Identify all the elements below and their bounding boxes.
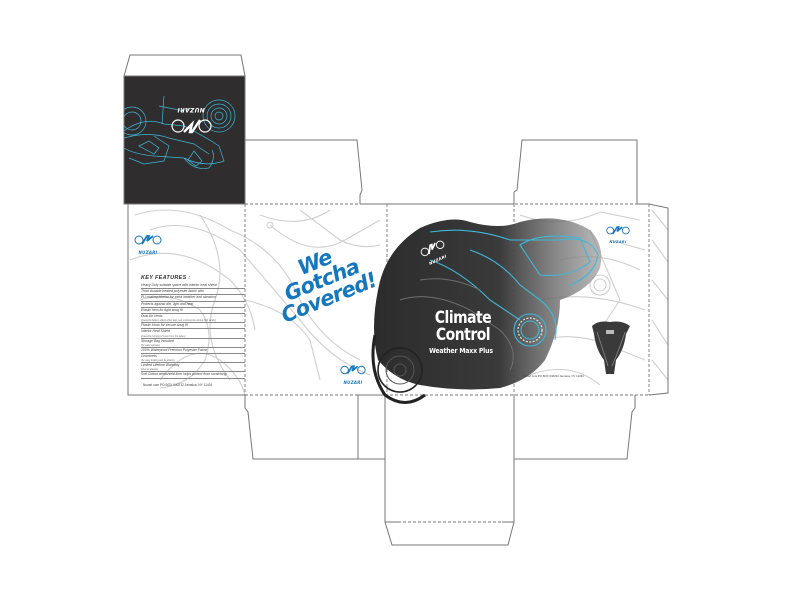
side-panel-logo: NUZARI [133,232,163,255]
slogan-panel-logo: NUZARI [339,362,367,385]
product-subtitle: Weather Maxx Plus [429,347,493,355]
key-features-list: Heavy Duty suitable space with interior … [141,283,245,379]
product-title-line1: Climate [434,308,492,328]
feature-item: Soft Cotton windshield liner helps prote… [141,372,245,379]
feature-item: Protects against dirt, light and heat [141,302,245,308]
product-title: Climate Control [426,310,500,344]
logo-wordmark: NUZARI [609,240,627,244]
feature-item: Thick durable treated polyester fabric w… [141,289,245,296]
feature-item: Heavy Duty suitable space with interior … [141,283,245,290]
nuzari-logo-icon [420,240,445,257]
feature-item: Dual Air Vents(prevents balloon effect w… [141,314,245,324]
back-panel-address: Nuzari.com PO BOX 040232 Jamaica, NY 114… [523,374,584,378]
logo-wordmark: NUZARI [138,250,158,255]
feature-item: Grommets(for easy locking and tie downs) [141,354,245,364]
top-dust-flap-dark: NUZARI [124,76,245,204]
feature-item: Interior Heat Shield(prevents burning of… [141,329,245,339]
nuzari-logo-icon [134,235,162,245]
front-panel-logo: NUZARI [416,235,451,268]
motorcycle-cover-illustration [371,218,602,404]
feature-item: Elastic hem for tight snug fit [141,308,245,315]
upside-down-logo: NUZARI [168,106,214,134]
back-panel-logo: NUZARI [605,222,631,244]
key-features-title: KEY FEATURES : [141,275,191,281]
side-panel-address: Nuzari.com PO BOX 040232 Jamaica, NY 114… [143,383,213,387]
feature-item: 100% Waterproof Premium Polyester Fabric [141,348,245,355]
folded-cover-icon [592,321,630,374]
nuzari-logo-icon [171,119,212,134]
feature-item: Plastic Hook for secure snug fit [141,323,245,330]
product-title-line2: Control [435,325,491,345]
feature-item: Storage Bag Included(for easy storage) [141,339,245,348]
nuzari-logo-icon [340,365,366,375]
feature-item: PU coating interior for extra weather an… [141,295,245,302]
motorcycle-lineart-icon [124,95,236,169]
logo-wordmark: NUZARI [343,380,363,385]
feature-item: Limited Lifetime Warranty(Use as always) [141,363,245,373]
nuzari-logo-icon [606,226,630,235]
